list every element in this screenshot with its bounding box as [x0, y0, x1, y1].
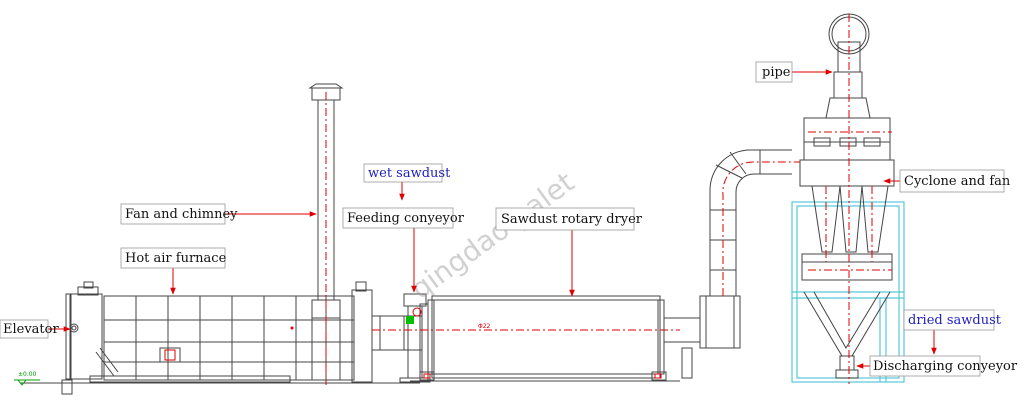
hot-air-furnace	[20, 281, 423, 384]
feed-inlet-mark	[412, 307, 422, 317]
label-feeding-conveyor: Feeding conyeyor	[342, 207, 465, 229]
label-hot-air-furnace-text: Hot air furnace	[125, 251, 227, 266]
label-discharging-conveyor: Discharging conyeyor	[869, 355, 1018, 377]
label-elevator: Elevator	[0, 319, 59, 339]
cyclone-structure	[791, 201, 905, 383]
feeding-conveyor-unit	[399, 293, 431, 383]
dryer-size-text: Φ22	[478, 323, 491, 330]
label-pipe-text: pipe	[762, 65, 791, 80]
label-elevator-text: Elevator	[3, 322, 59, 337]
cyclone-centerlines	[808, 14, 892, 384]
label-fan-chimney: Fan and chimney	[120, 203, 238, 225]
leader-lines	[48, 69, 937, 369]
duct-centerline	[722, 161, 800, 296]
level-mark: ±0.00	[14, 371, 40, 386]
feed-inlet-marker	[406, 316, 414, 324]
label-wet-sawdust: wet sawdust	[363, 163, 451, 183]
label-pipe: pipe	[755, 61, 793, 83]
label-hot-air-furnace: Hot air furnace	[120, 247, 227, 269]
label-fan-chimney-text: Fan and chimney	[125, 207, 238, 222]
furnace-port-mark	[290, 326, 294, 330]
label-cyclone-fan: Cyclone and fan	[899, 169, 1011, 193]
label-dried-sawdust-text: dried sawdust	[908, 313, 1002, 328]
cyclone-unit	[799, 13, 895, 379]
label-rotary-dryer: Sawdust rotary dryer	[495, 207, 643, 231]
label-feeding-conveyor-text: Feeding conyeyor	[347, 211, 465, 226]
label-rotary-dryer-text: Sawdust rotary dryer	[501, 212, 643, 227]
label-cyclone-fan-text: Cyclone and fan	[904, 174, 1011, 189]
rotary-dryer	[410, 295, 680, 382]
label-wet-sawdust-text: wet sawdust	[368, 166, 451, 181]
watermark-text: qingdao palet	[405, 166, 581, 306]
elevator-unit	[61, 281, 119, 395]
air-duct	[663, 149, 792, 379]
label-dried-sawdust: dried sawdust	[903, 309, 1002, 331]
label-discharging-conveyor-text: Discharging conyeyor	[873, 359, 1018, 374]
level-mark-text: ±0.00	[18, 371, 37, 378]
dryer-support-marks	[423, 373, 662, 379]
